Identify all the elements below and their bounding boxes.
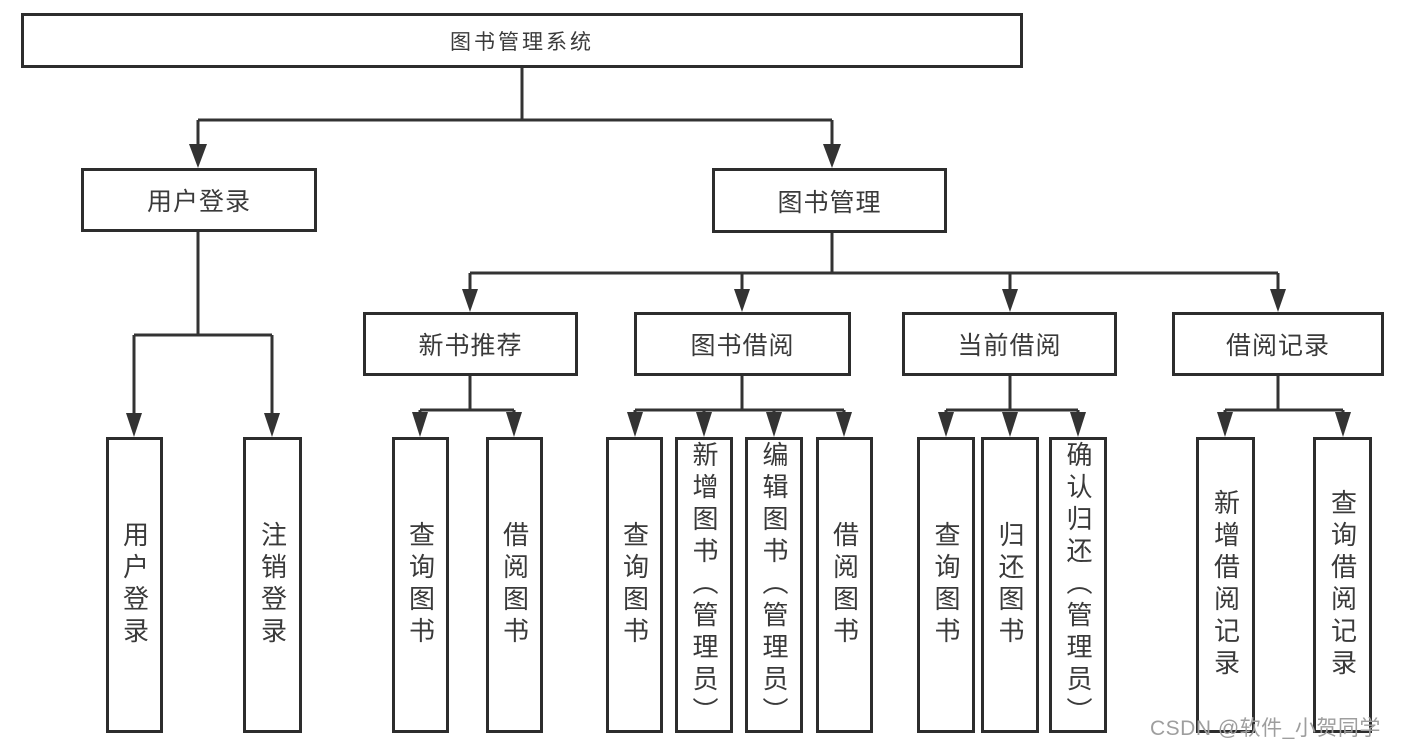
leaf-user-login: 用户登录 (106, 437, 163, 733)
leaf-borrow-books: 借阅图书 (816, 437, 873, 733)
node-book-management: 图书管理 (712, 168, 947, 233)
leaf-logout: 注销登录 (243, 437, 302, 733)
leaf-edit-book-admin: 编辑图书（管理员） (745, 437, 803, 733)
leaf-add-borrow-record: 新增借阅记录 (1196, 437, 1255, 733)
node-borrow-records: 借阅记录 (1172, 312, 1384, 376)
node-user-login: 用户登录 (81, 168, 317, 232)
leaf-add-book-admin: 新增图书（管理员） (675, 437, 733, 733)
node-book-borrow: 图书借阅 (634, 312, 851, 376)
leaf-query-books-recommend: 查询图书 (392, 437, 449, 733)
leaf-query-borrow-record: 查询借阅记录 (1313, 437, 1372, 733)
node-new-book-recommend: 新书推荐 (363, 312, 578, 376)
node-root: 图书管理系统 (21, 13, 1023, 68)
leaf-query-books-current: 查询图书 (917, 437, 975, 733)
node-current-borrow: 当前借阅 (902, 312, 1117, 376)
leaf-borrow-books-recommend: 借阅图书 (486, 437, 543, 733)
leaf-confirm-return-admin: 确认归还（管理员） (1049, 437, 1107, 733)
leaf-query-books-borrow: 查询图书 (606, 437, 663, 733)
leaf-return-book: 归还图书 (981, 437, 1039, 733)
csdn-watermark: CSDN @软件_小贺同学 (1150, 717, 1381, 740)
